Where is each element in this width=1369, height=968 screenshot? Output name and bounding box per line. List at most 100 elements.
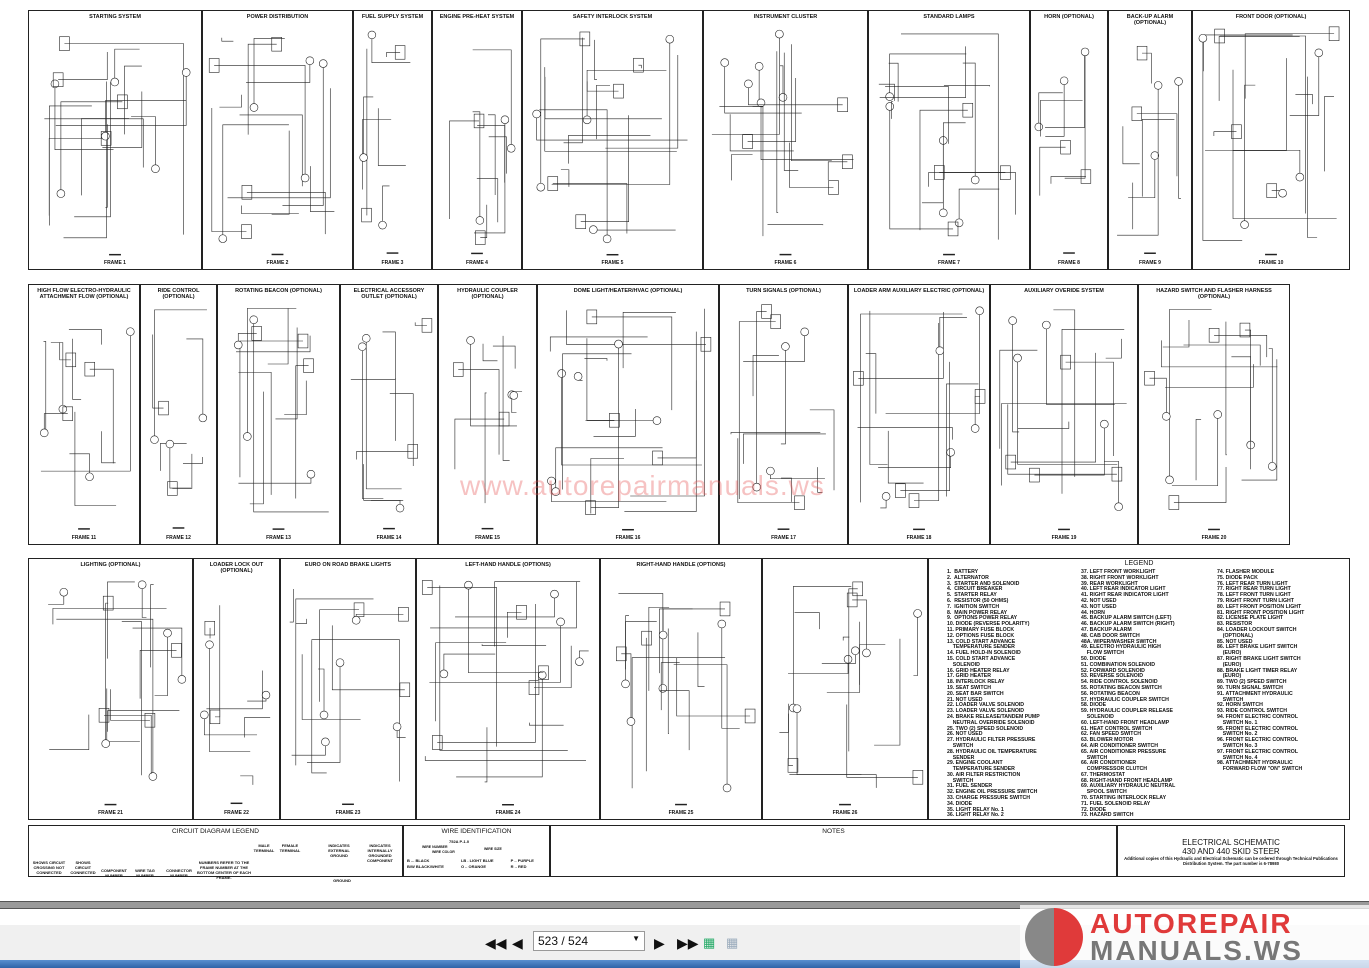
legend-item: 7. IGNITION SWITCH (947, 603, 1000, 610)
frame-label: FRAME 13 (266, 535, 291, 541)
page-select[interactable]: 523 / 524 ▼ (533, 931, 645, 951)
legend-item: 77. RIGHT REAR TURN LIGHT (1217, 586, 1291, 593)
next-page-button[interactable]: ▶ (654, 935, 665, 951)
legend-item: 13. COLD START ADVANCE TEMPERATURE SENDE… (947, 638, 1016, 651)
legend-item: 36. LIGHT RELAY No. 2 (947, 812, 1004, 819)
legend-item: 31. FUEL SENDER (947, 783, 993, 790)
wire-color-label: WIRE COLOR (432, 850, 455, 854)
frame-label: FRAME 16 (615, 535, 641, 541)
frame-title: INSTRUMENT CLUSTER (753, 14, 818, 20)
legend-item: 63. BLOWER MOTOR (1081, 737, 1134, 744)
frame-title: RIGHT-HAND HANDLE (OPTIONS) (636, 562, 726, 568)
legend-item: 23. LOADER VALVE SOLENOID (947, 708, 1025, 715)
schematic-frame: BACK-UP ALARM (OPTIONAL)FRAME 9 (1108, 10, 1192, 270)
legend-item: 67. THERMOSTAT (1081, 771, 1125, 778)
brand-logo-icon (1025, 908, 1083, 966)
wire-color-code: LB . LIGHT BLUE (460, 858, 494, 863)
legend-item: 30. AIR FILTER RESTRICTION SWITCH (947, 771, 1021, 784)
frame-title: HYDRAULIC COUPLER (OPTIONAL) (457, 288, 518, 300)
frame-title: FRONT DOOR (OPTIONAL) (1235, 14, 1307, 20)
legend-item: 97. FRONT ELECTRIC CONTROL SWITCH No. 4 (1217, 748, 1298, 761)
wire-identification: WIRE IDENTIFICATION 752A P-1.0 WIRE NUMB… (403, 825, 550, 877)
legend-item: 60. LEFT-HAND FRONT HEADLAMP (1081, 719, 1170, 726)
legend-item: 4. CIRCUIT BREAKER (947, 586, 1003, 593)
first-page-button[interactable]: ◀◀ (485, 935, 507, 951)
wiring-diagram (453, 335, 523, 530)
legend-item: 48A. WIPER/WASHER SWITCH (1081, 638, 1157, 645)
frame-label: FRAME 20 (1201, 535, 1227, 541)
circuit-legend-item: COMPONENT NUMBER (101, 868, 127, 878)
legend-item: 42. NOT USED (1081, 597, 1117, 604)
wire-example: 752A P-1.0 (449, 839, 470, 844)
wiring-diagram (1198, 26, 1340, 256)
legend-item: 87. RIGHT BRAKE LIGHT SWITCH (EURO) (1217, 655, 1301, 668)
frame-label: FRAME 4 (466, 260, 488, 266)
legend-item: 95. FRONT ELECTRIC CONTROL SWITCH No. 2 (1217, 725, 1298, 738)
wiring-diagram (779, 581, 924, 806)
wire-color-code: B ... BLACK (407, 858, 430, 863)
legend-item: 83. RESISTOR (1217, 621, 1253, 628)
page-separator (0, 901, 1369, 909)
circuit-legend-item: WIRE TAG NUMBER (135, 868, 155, 878)
notes-box: NOTES (550, 825, 1117, 877)
legend-item: 53. REVERSE SOLENOID (1081, 673, 1143, 680)
legend-item: 25. TWO (2) SPEED SOLENOID (947, 725, 1024, 732)
fit-page-icon[interactable]: ▦ (703, 935, 716, 950)
frame-title: POWER DISTRIBUTION (246, 14, 309, 20)
page-number: 523 / 524 (538, 934, 589, 948)
legend-item: 72. DIODE (1081, 806, 1107, 813)
fit-width-icon[interactable]: ▦ (726, 935, 739, 950)
wire-color-code: R .. RED (510, 864, 527, 869)
legend-title: LEGEND (1124, 560, 1154, 567)
legend-item: 44. HORN (1081, 609, 1105, 616)
wiring-diagram (200, 605, 271, 805)
legend-item: 16. GRID HEATER RELAY (947, 667, 1010, 674)
last-page-button[interactable]: ▶▶ (677, 935, 699, 951)
legend-item: 17. GRID HEATER (947, 673, 992, 680)
frame-title: DOME LIGHT/HEATER/HVAC (OPTIONAL) (573, 288, 683, 294)
legend-item: 51. COMBINATION SOLENOID (1081, 661, 1155, 668)
circuit-legend-item: MALE TERMINAL (253, 843, 275, 853)
wiring-diagram (44, 36, 191, 256)
frame-label: FRAME 17 (771, 535, 796, 541)
legend-item: 52. FORWARD SOLENOID (1081, 667, 1145, 674)
frame-title: EURO ON ROAD BRAKE LIGHTS (304, 562, 392, 568)
frame-label: FRAME 26 (832, 810, 858, 816)
legend-item: 34. DIODE (947, 800, 973, 807)
wiring-diagram (48, 580, 187, 806)
wiring-diagram (853, 306, 986, 531)
frame-label: FRAME 22 (224, 810, 249, 816)
wiring-diagram (1034, 47, 1092, 254)
frame-title: ENGINE PRE-HEAT SYSTEM (439, 14, 515, 20)
legend-item: 93. RIDE CONTROL SWITCH (1217, 708, 1287, 715)
schematic-frame: HAZARD SWITCH AND FLASHER HARNESS (OPTIO… (1138, 284, 1290, 545)
chevron-down-icon: ▼ (632, 934, 640, 943)
frame-title: LEFT-HAND HANDLE (OPTIONS) (465, 562, 551, 568)
center-watermark: www.autorepairmanuals.ws (460, 470, 825, 501)
frame-label: FRAME 1 (104, 260, 126, 266)
brand-line-2: MANUALS.WS (1090, 935, 1303, 966)
legend-item: 35. LIGHT RELAY No. 1 (947, 806, 1004, 813)
legend-item: 9. OPTIONS POWER RELAY (947, 615, 1018, 622)
frame-title: HAZARD SWITCH AND FLASHER HARNESS (OPTIO… (1156, 288, 1272, 300)
frame-label: FRAME 9 (1139, 260, 1161, 266)
frame-title: ELECTRICAL ACCESSORY OUTLET (OPTIONAL) (353, 288, 425, 300)
legend-item: 3. STARTER AND SOLENOID (947, 580, 1020, 587)
frame-label: FRAME 10 (1258, 260, 1284, 266)
legend-item: 29. ENGINE COOLANT TEMPERATURE SENDER (947, 760, 1015, 773)
frame-label: FRAME 24 (495, 810, 521, 816)
legend-item: 28. HYDRAULIC OIL TEMPERATURE SENDER (947, 748, 1037, 761)
circuit-legend-item: CONNECTOR NUMBER (166, 868, 192, 878)
legend-item: 39. REAR WORKLIGHT (1081, 580, 1138, 587)
frame-title: HIGH FLOW ELECTRO-HYDRAULIC ATTACHMENT F… (37, 288, 131, 300)
legend-item: 96. FRONT ELECTRIC CONTROL SWITCH No. 3 (1217, 737, 1298, 749)
schematic-model: 430 AND 440 SKID STEER (1182, 847, 1280, 856)
legend-item: 91. ATTACHMENT HYDRAULIC SWITCH (1217, 690, 1293, 703)
legend-item: 82. LICENSE PLATE LIGHT (1217, 615, 1284, 622)
previous-page-button[interactable]: ◀ (512, 935, 523, 951)
schematic-frame: ENGINE PRE-HEAT SYSTEM FRAME 4 (432, 10, 522, 270)
legend-item: 43. NOT USED (1081, 603, 1117, 610)
